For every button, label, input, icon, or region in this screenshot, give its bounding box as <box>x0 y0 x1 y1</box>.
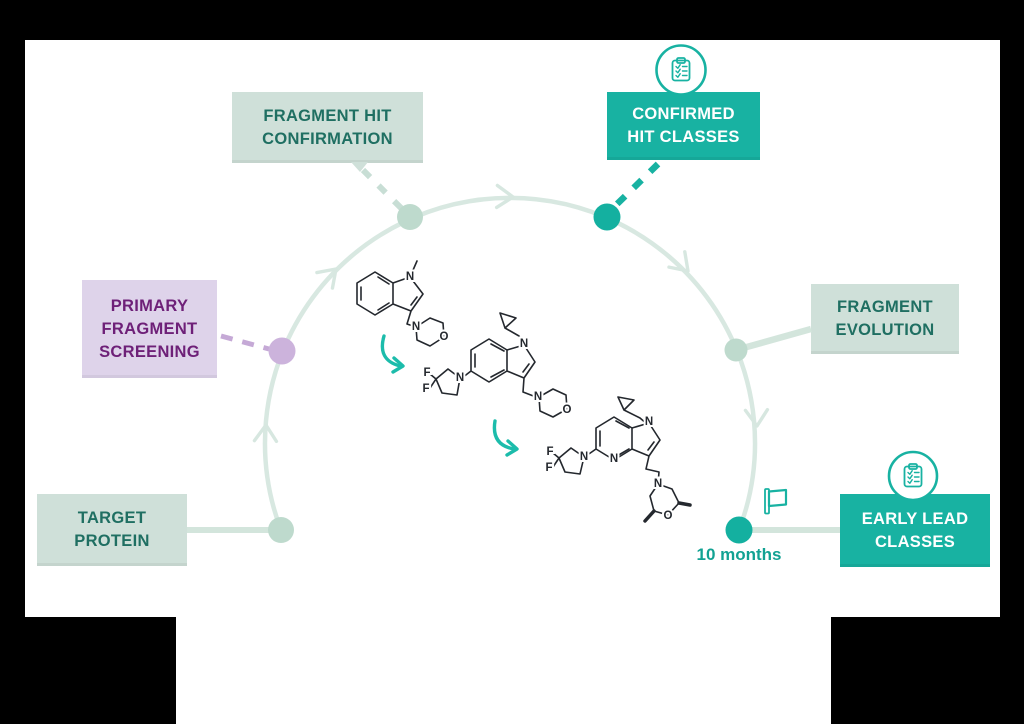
stage-label-line: EARLY LEAD <box>861 509 969 528</box>
stage-label-line: TARGET <box>77 509 147 527</box>
stage-label-line: CLASSES <box>874 532 956 551</box>
stage-label-line: PRIMARY <box>110 296 189 315</box>
stage-label-line: HIT CLASSES <box>627 128 740 146</box>
stage-box-primary-fragment-screening: PRIMARY FRAGMENT SCREENING <box>82 280 217 378</box>
stage-label-line: SCREENING <box>99 342 200 361</box>
stage-label-line: FRAGMENT <box>101 319 198 338</box>
stage-label-line: CONFIRMATION <box>262 129 393 148</box>
stage-label-line: FRAGMENT HIT <box>263 106 392 125</box>
stage-label-line: CONFIRMED <box>632 105 735 123</box>
stage-box-target-protein: TARGET PROTEIN <box>37 494 187 566</box>
stage-label-line: EVOLUTION <box>835 321 935 339</box>
stage-label-line: FRAGMENT <box>837 298 933 316</box>
stage-label-line: PROTEIN <box>74 532 150 550</box>
stage-box-early-lead-classes: EARLY LEAD CLASSES <box>840 494 990 567</box>
white-surface-bottom-strip <box>176 617 831 724</box>
stage-box-confirmed-hit-classes: CONFIRMED HIT CLASSES <box>607 92 760 160</box>
stage-box-fragment-hit-confirmation: FRAGMENT HIT CONFIRMATION <box>232 92 423 163</box>
timeline-duration-label: 10 months <box>696 545 782 564</box>
stage-box-fragment-evolution: FRAGMENT EVOLUTION <box>811 284 959 354</box>
